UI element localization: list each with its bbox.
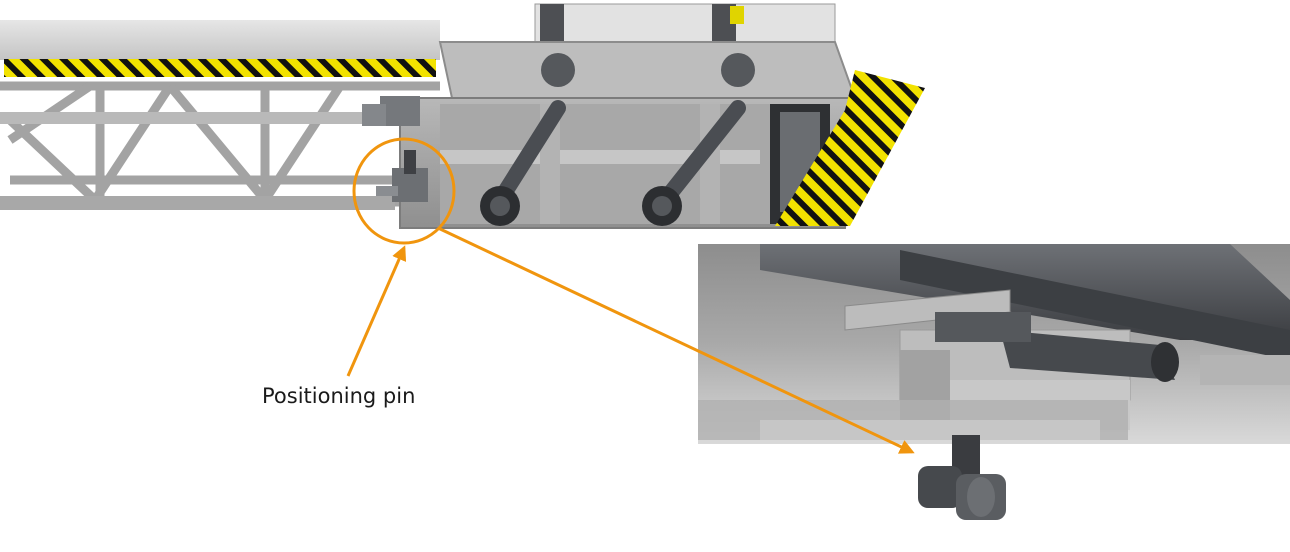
- annotations: [346, 137, 915, 454]
- truss-rail-lower: [0, 196, 395, 210]
- hazard-corner-trolley: [775, 70, 925, 226]
- inset-pointer-arrow: [437, 226, 915, 454]
- main-illustration: [0, 3, 925, 229]
- boom-upper-beam: [0, 20, 440, 60]
- hazard-stripe-boom: [4, 59, 436, 77]
- truss-rail: [0, 112, 440, 124]
- label-pointer-arrow: [346, 245, 407, 377]
- truss-section: [0, 81, 440, 207]
- positioning-pin-roller-left: [918, 466, 962, 508]
- inset-closeup: [698, 244, 1290, 552]
- callout-label: Positioning pin: [262, 384, 416, 408]
- callout-circle: [352, 137, 456, 245]
